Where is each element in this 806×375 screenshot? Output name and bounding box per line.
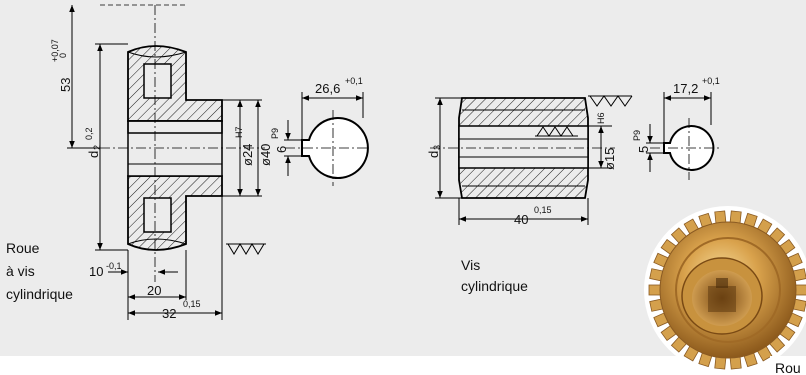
worm-keyway-view (646, 92, 720, 180)
worm-dim-d3: d (426, 151, 441, 158)
photo-caption: Rou (775, 360, 801, 375)
wheel-keyway-view (284, 92, 370, 186)
worm-dim-d3-sub: 3 (432, 145, 442, 150)
wheel-dim-53-tol-lo: 0 (58, 53, 68, 58)
worm-key-width-tol: P9 (632, 130, 642, 141)
wheel-dim-32: 32 (162, 306, 176, 321)
wheel-dim-d40: ø40 (258, 144, 273, 166)
wheel-dim-10-tol: -0,1 (106, 261, 122, 271)
worm-caption-line2: cylindrique (461, 278, 528, 294)
wheel-dim-10: 10 (89, 264, 103, 279)
wheel-key-height: 26,6 (315, 81, 340, 96)
wheel-dim-53: 53 (58, 78, 73, 92)
wheel-caption-line1: Roue (6, 240, 40, 256)
worm-key-height: 17,2 (673, 81, 698, 96)
wheel-dim-53-tol-up: +0,07 (50, 39, 60, 62)
wheel-dim-d2: d (86, 151, 101, 158)
wheel-key-height-tol: +0,1 (345, 76, 363, 86)
worm-dim-40-tol: 0,15 (534, 205, 552, 215)
worm-dim-40: 40 (514, 212, 528, 227)
worm-caption-line1: Vis (461, 257, 480, 273)
wheel-key-width: 6 (274, 146, 289, 153)
bronze-gear-photo (644, 206, 806, 374)
worm-wheel-section (67, 4, 266, 320)
wheel-dim-d24-tol: H7 (234, 126, 244, 138)
wheel-dim-d2-tol: 0,2 (84, 127, 94, 140)
worm-key-width: 5 (636, 146, 651, 153)
wheel-key-width-tol: P9 (270, 128, 280, 139)
wheel-caption-line2: à vis (6, 263, 35, 279)
wheel-dim-20: 20 (147, 283, 161, 298)
worm-section (430, 95, 633, 225)
worm-dim-d15: ø15 (602, 148, 617, 170)
wheel-caption-line3: cylindrique (6, 286, 73, 302)
wheel-dim-d24: ø24 (240, 144, 255, 166)
worm-key-height-tol: +0,1 (702, 76, 720, 86)
wheel-dim-32-tol: 0,15 (183, 299, 201, 309)
wheel-dim-d2-sub: 2 (92, 145, 102, 150)
worm-dim-d15-tol: H6 (596, 112, 606, 124)
